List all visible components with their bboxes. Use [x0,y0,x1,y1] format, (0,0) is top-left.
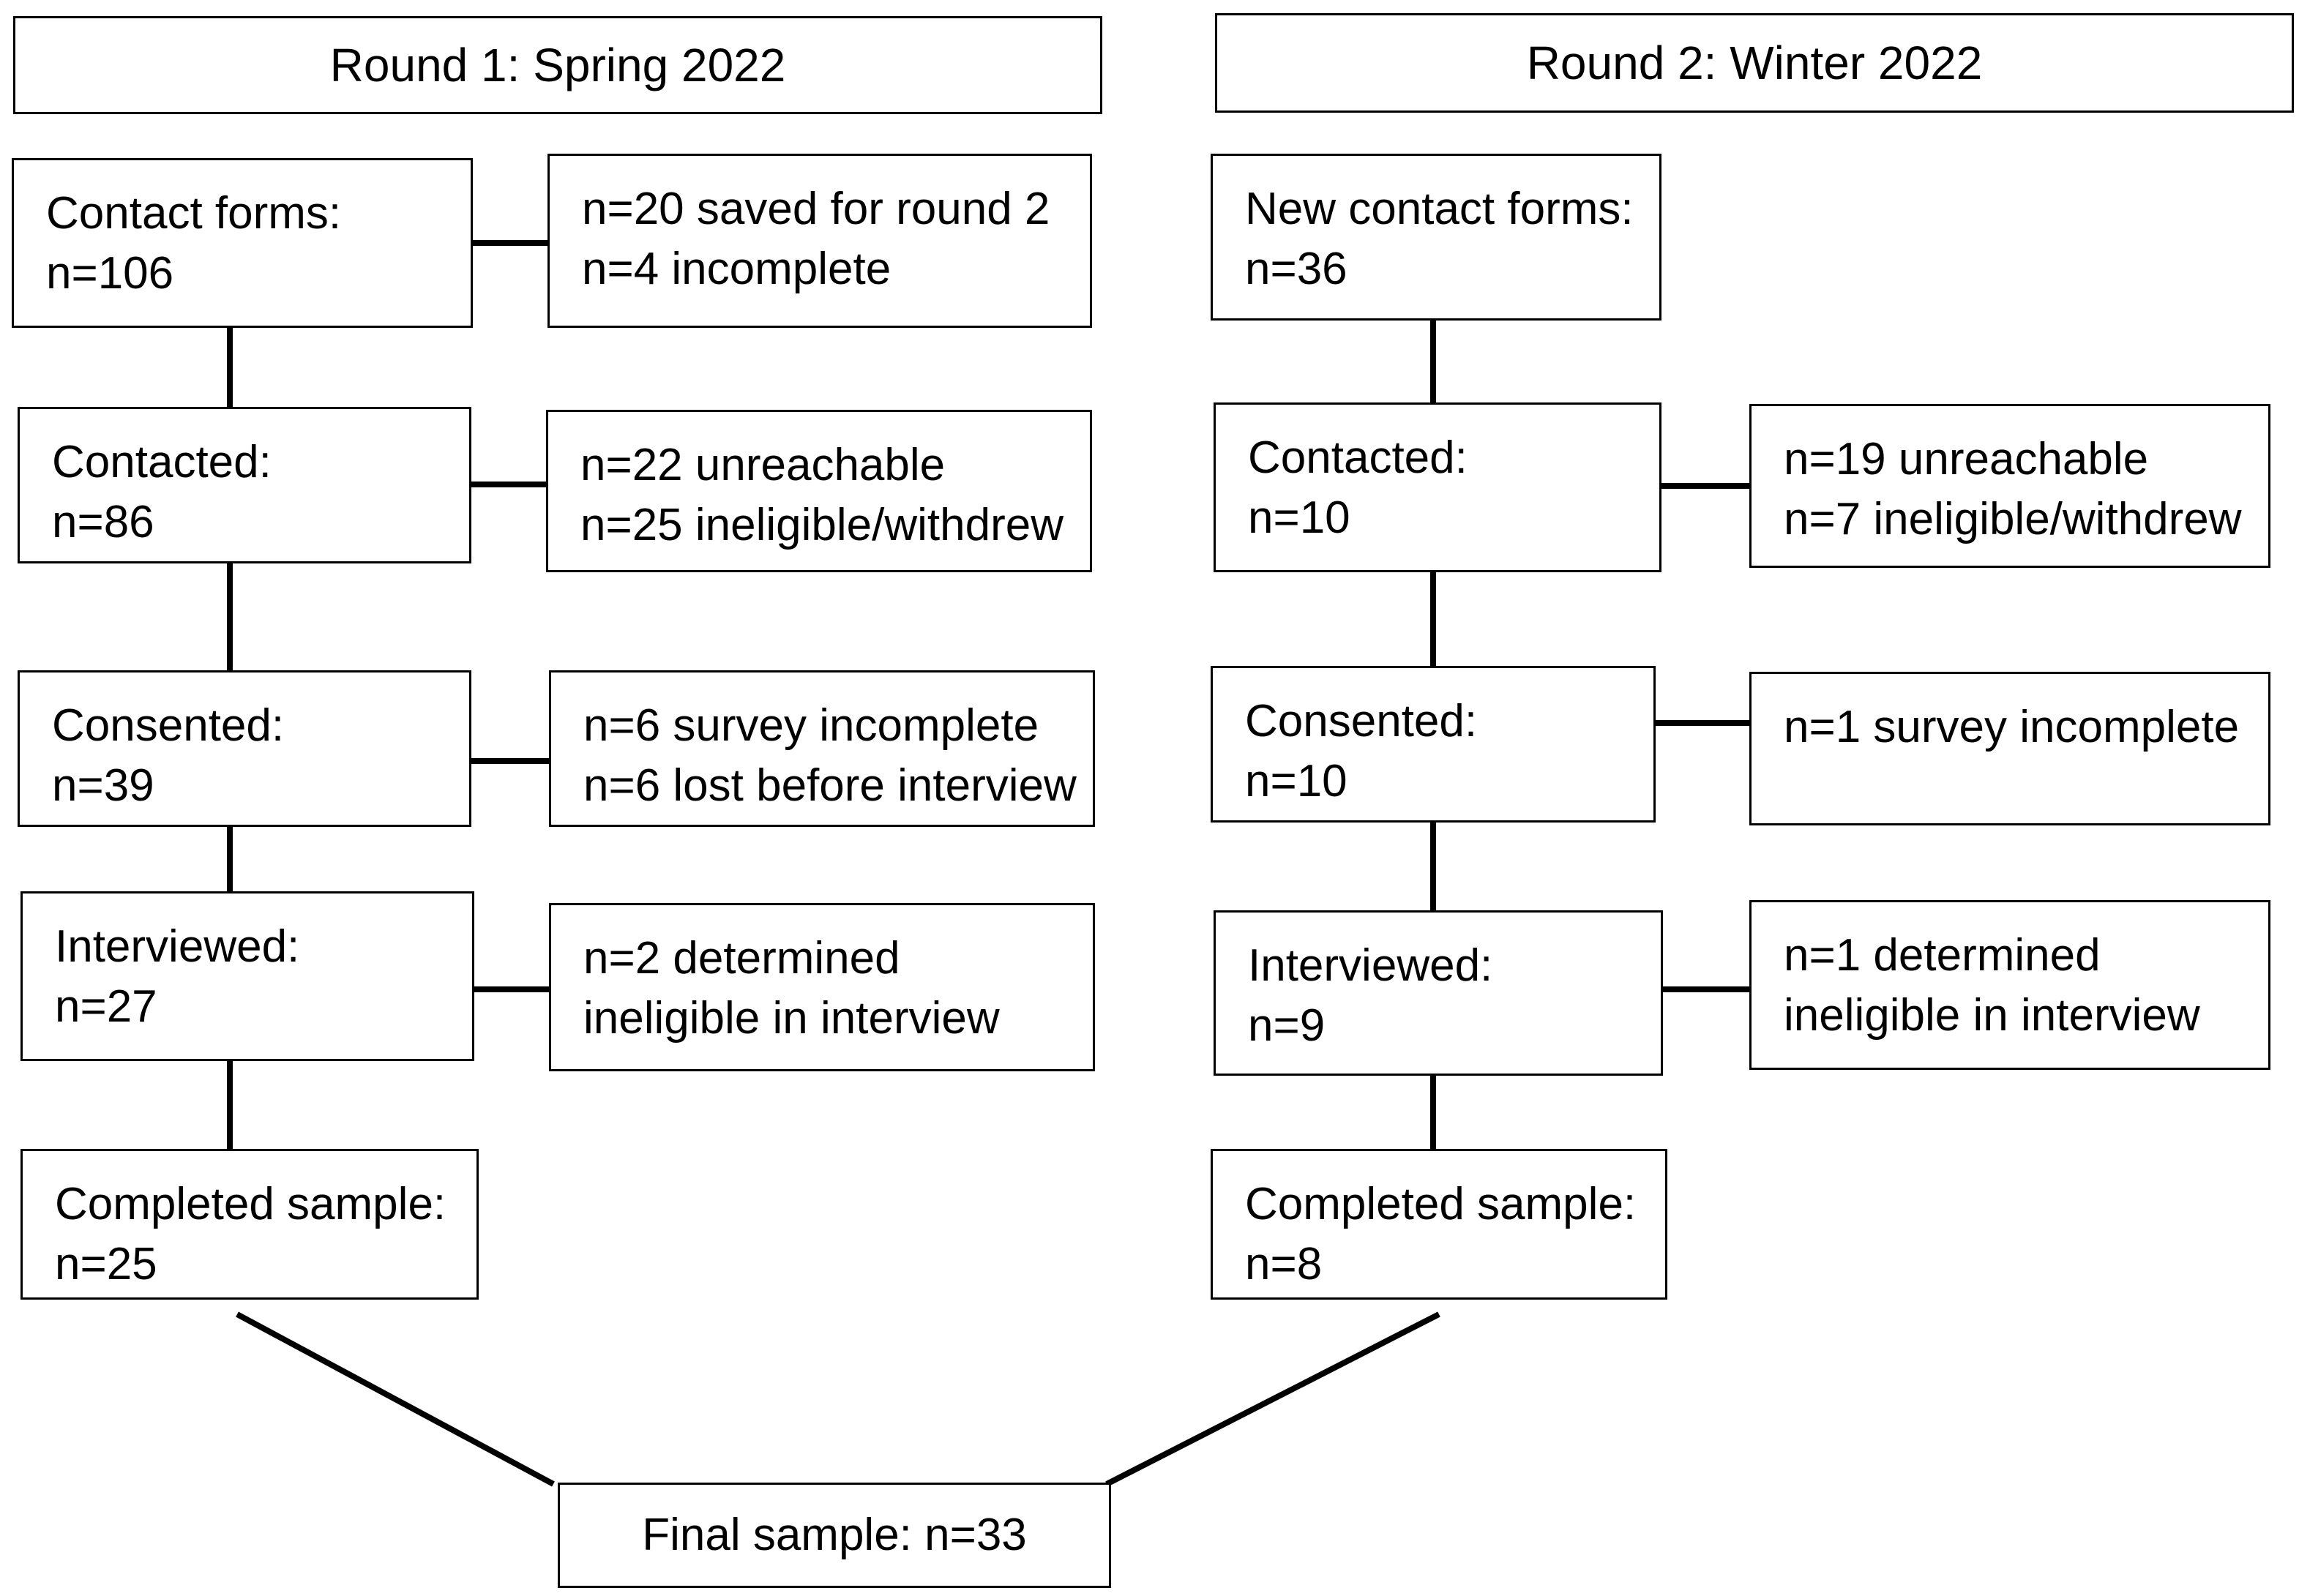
r1-step-value: n=86 [52,497,154,547]
final-sample-text: Final sample: n=33 [642,1510,1027,1560]
r2-step-label: New contact forms: [1245,184,1634,234]
r1-exclusion-line: n=22 unreachable [580,440,946,490]
r2-step-label: Contacted: [1248,432,1468,483]
r1-step-contact-forms: Contact forms: n=106 [12,158,473,328]
r2-step-value: n=10 [1248,492,1350,543]
r1-step-label: Contact forms: [46,188,342,239]
r1-exclusion-2: n=22 unreachable n=25 ineligible/withdrew [546,410,1092,572]
r2-exclusion-3: n=1 determined ineligible in interview [1749,900,2270,1070]
r1-step-consented: Consented: n=39 [18,670,471,827]
round2-header: Round 2: Winter 2022 [1215,13,2294,113]
r2-step-value: n=8 [1245,1239,1323,1289]
r2-exclusion-line: ineligible in interview [1784,990,2200,1041]
r1-step-value: n=27 [55,981,157,1032]
r1-exclusion-1: n=20 saved for round 2 n=4 incomplete [547,154,1092,328]
r1-step-value: n=25 [55,1239,157,1289]
r2-exclusion-line: n=1 survey incomplete [1784,702,2240,752]
r2-step-consented: Consented: n=10 [1211,666,1656,823]
r1-step-label: Contacted: [52,437,272,487]
r2-step-interviewed: Interviewed: n=9 [1214,910,1663,1076]
r1-exclusion-3: n=6 survey incomplete n=6 lost before int… [549,670,1095,827]
r2-step-completed-sample: Completed sample: n=8 [1211,1149,1667,1300]
r1-exclusion-line: n=20 saved for round 2 [582,184,1050,234]
r1-step-label: Completed sample: [55,1179,446,1229]
merge-line-right [1105,1311,1440,1487]
r1-exclusion-line: n=4 incomplete [582,244,891,294]
r1-exclusion-line: n=6 survey incomplete [583,700,1039,751]
r1-exclusion-line: n=2 determined [583,933,900,984]
r2-step-label: Completed sample: [1245,1179,1637,1229]
r2-exclusion-line: n=1 determined [1784,930,2101,981]
r2-step-label: Consented: [1245,696,1478,746]
r2-step-label: Interviewed: [1248,940,1493,991]
r1-exclusion-line: n=25 ineligible/withdrew [580,500,1064,550]
r2-exclusion-2: n=1 survey incomplete [1749,672,2270,825]
r2-exclusion-line: n=7 ineligible/withdrew [1784,494,2242,544]
round1-header: Round 1: Spring 2022 [13,16,1102,114]
r2-step-contacted: Contacted: n=10 [1214,402,1661,572]
round2-header-text: Round 2: Winter 2022 [1526,37,1983,89]
r1-exclusion-4: n=2 determined ineligible in interview [549,903,1095,1071]
r1-step-completed-sample: Completed sample: n=25 [20,1149,479,1300]
r1-exclusion-line: n=6 lost before interview [583,760,1077,811]
r1-step-value: n=39 [52,760,154,811]
r1-step-contacted: Contacted: n=86 [18,407,471,563]
r2-step-value: n=9 [1248,1000,1326,1051]
r2-exclusion-line: n=19 unreachable [1784,434,2149,484]
r2-step-value: n=10 [1245,756,1347,806]
final-sample-box: Final sample: n=33 [558,1483,1111,1588]
r1-exclusion-line: ineligible in interview [583,993,1000,1044]
r2-exclusion-1: n=19 unreachable n=7 ineligible/withdrew [1749,404,2270,568]
r1-step-label: Interviewed: [55,921,300,972]
r1-step-label: Consented: [52,700,285,751]
r2-step-new-contact-forms: New contact forms: n=36 [1211,154,1661,321]
round1-header-text: Round 1: Spring 2022 [329,39,786,91]
r2-step-value: n=36 [1245,244,1347,294]
merge-line-left [236,1311,555,1487]
r1-step-value: n=106 [46,248,174,299]
r1-step-interviewed: Interviewed: n=27 [20,891,474,1061]
